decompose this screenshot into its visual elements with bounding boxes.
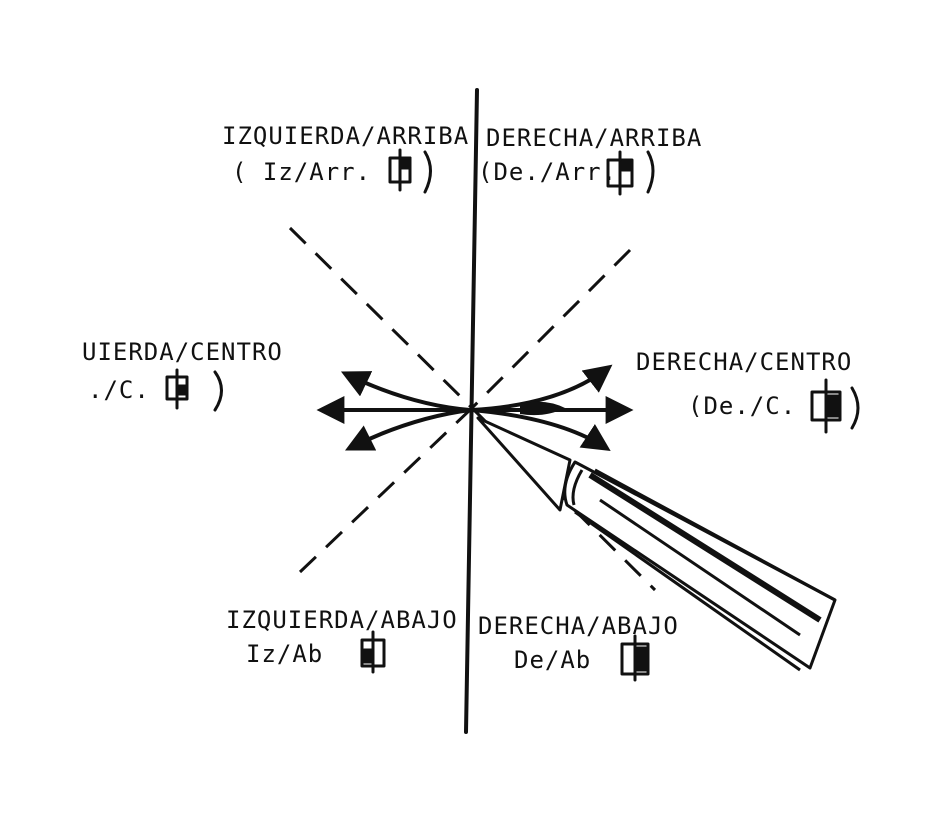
label-mid-right-sub: (De./C. <box>688 392 797 420</box>
label-mid-left-title: UIERDA/CENTRO <box>82 338 283 366</box>
label-top-left-title: IZQUIERDA/ARRIBA <box>222 122 470 150</box>
square-icon-bottom-left <box>360 630 386 674</box>
paren-top-left <box>423 150 432 194</box>
square-icon-mid-left <box>165 368 189 410</box>
paren-mid-left <box>213 370 223 412</box>
arrow-left-up <box>340 371 472 412</box>
arrow-left-down <box>344 408 472 451</box>
square-icon-bottom-right <box>620 634 650 682</box>
dashed-diagonal-upper-right <box>470 248 632 410</box>
arrow-right-blob <box>520 401 565 416</box>
paren-top-right <box>646 150 655 194</box>
square-icon-mid-right <box>810 378 842 434</box>
dashed-diagonal-upper-left <box>288 226 474 410</box>
label-bottom-left-title: IZQUIERDA/ABAJO <box>226 606 458 634</box>
pencil-icon <box>476 416 837 672</box>
label-mid-right-title: DERECHA/CENTRO <box>636 348 853 376</box>
arrow-right-up <box>470 364 613 412</box>
label-mid-left-sub: ./C. <box>88 376 150 404</box>
label-top-left-sub: ( Iz/Arr. <box>232 158 372 186</box>
label-bottom-right-sub: De/Ab <box>514 646 592 674</box>
arrow-right-down <box>470 408 611 452</box>
label-top-right-sub: (De./Arr. <box>478 158 618 186</box>
dashed-diagonal-lower-left <box>298 406 474 574</box>
label-top-right-title: DERECHA/ARRIBA <box>486 124 703 152</box>
paren-mid-right <box>850 386 860 430</box>
label-bottom-left-sub: Iz/Ab <box>246 640 324 668</box>
label-bottom-right-title: DERECHA/ABAJO <box>478 612 679 640</box>
square-icon-top-left <box>388 148 412 192</box>
square-icon-top-right <box>606 150 634 196</box>
